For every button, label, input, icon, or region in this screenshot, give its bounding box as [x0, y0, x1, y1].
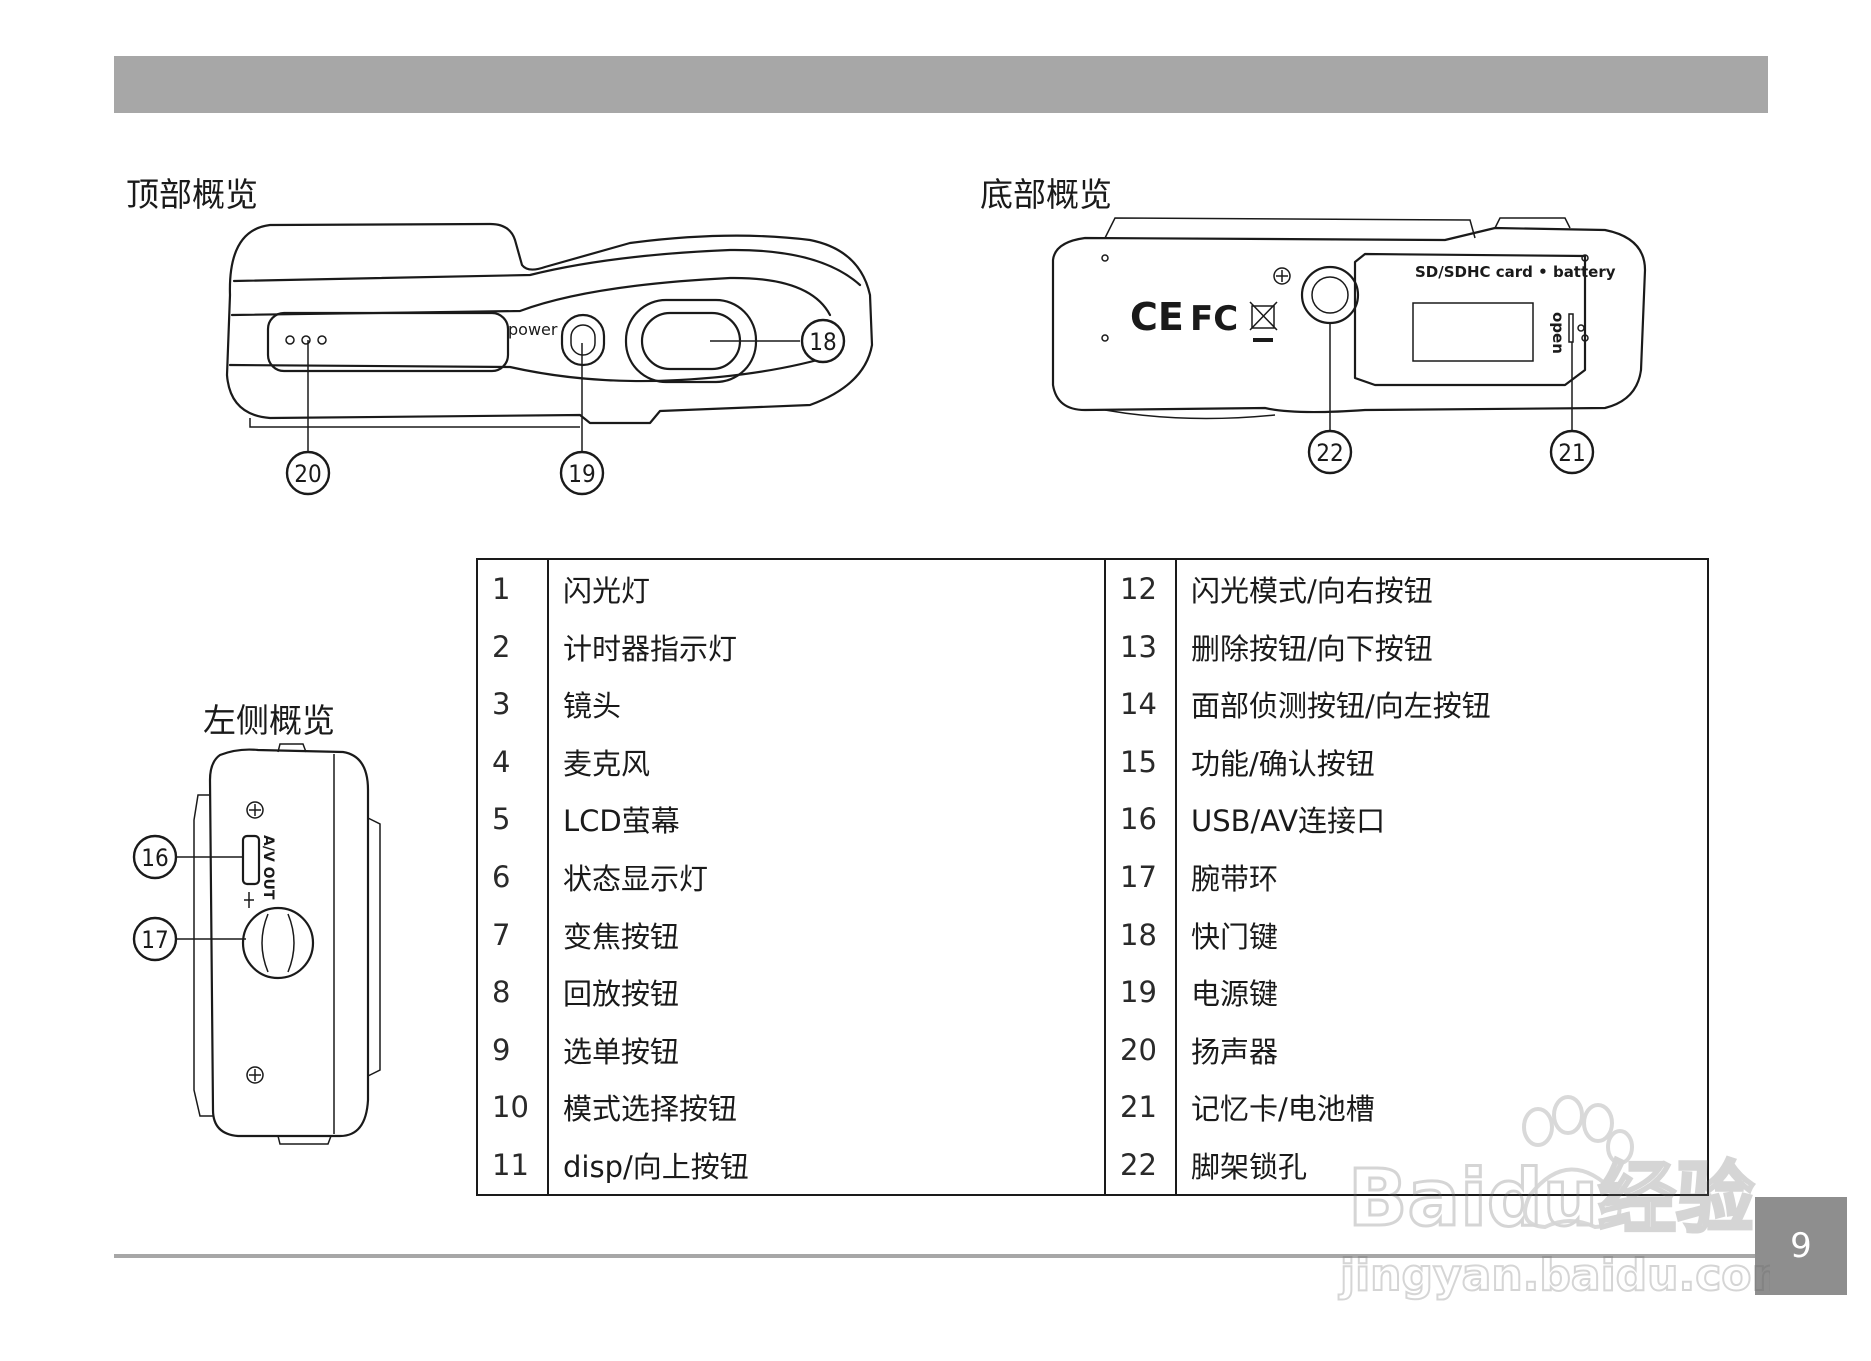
legend-part-name: 闪光模式/向右按钮 [1175, 559, 1708, 618]
callout-22: 22 [1307, 429, 1353, 475]
legend-part-name: 快门键 [1175, 905, 1708, 964]
paw-logo-icon [1522, 1095, 1634, 1230]
camera-top-view-figure: power 18 20 19 [210, 215, 920, 500]
callout-17: 17 [132, 916, 178, 962]
legend-part-name: 电源键 [1175, 963, 1708, 1021]
legend-part-name: 模式选择按钮 [547, 1078, 1105, 1136]
legend-part-name: 状态显示灯 [547, 848, 1105, 906]
legend-number: 1 [492, 571, 511, 606]
legend-part-name: 计时器指示灯 [547, 617, 1105, 676]
ce-mark: CE [1130, 295, 1184, 339]
callout-16: 16 [132, 834, 178, 880]
legend-number: 5 [492, 802, 511, 837]
legend-part-name: LCD萤幕 [547, 790, 1105, 849]
card-battery-label: SD/SDHC card • battery [1415, 263, 1616, 281]
svg-text:18: 18 [809, 328, 836, 356]
legend-part-name: 腕带环 [1175, 848, 1708, 906]
legend-part-name: 镜头 [547, 675, 1105, 734]
power-label: power [508, 320, 558, 339]
legend-number: 7 [492, 917, 511, 952]
svg-text:20: 20 [294, 460, 321, 488]
callout-20: 20 [285, 450, 331, 496]
page-number: 9 [1790, 1226, 1812, 1266]
svg-text:22: 22 [1316, 439, 1343, 467]
legend-number: 21 [1104, 1078, 1176, 1136]
section-title-bottom: 底部概览 [980, 175, 1112, 214]
legend-number: 8 [492, 975, 511, 1010]
legend-number: 17 [1104, 848, 1176, 906]
legend-part-name: 回放按钮 [547, 963, 1105, 1021]
legend-number: 3 [492, 687, 511, 722]
watermark-url: jingyan.baidu.com [1338, 1250, 1770, 1301]
legend-number: 10 [492, 1090, 529, 1125]
svg-text:21: 21 [1558, 439, 1585, 467]
legend-number: 2 [492, 629, 511, 664]
svg-text:19: 19 [568, 460, 595, 488]
legend-number: 18 [1104, 905, 1176, 964]
footer-rule [114, 1254, 1755, 1258]
legend-number: 4 [492, 744, 511, 779]
legend-number: 14 [1104, 675, 1176, 734]
camera-bottom-view-figure: CE FC SD/SDHC card • battery open 22 21 [1045, 210, 1670, 480]
legend-part-name: 选单按钮 [547, 1020, 1105, 1079]
callout-18: 18 [800, 318, 846, 364]
legend-part-name: 脚架锁孔 [1175, 1136, 1708, 1195]
legend-number: 22 [1104, 1136, 1176, 1195]
legend-part-name: 扬声器 [1175, 1020, 1708, 1079]
svg-text:17: 17 [141, 926, 168, 954]
legend-part-name: 功能/确认按钮 [1175, 733, 1708, 791]
legend-number: 11 [492, 1148, 529, 1182]
legend-number: 19 [1104, 963, 1176, 1021]
legend-part-name: 闪光灯 [547, 559, 1105, 618]
header-band [114, 56, 1768, 113]
legend-part-name: disp/向上按钮 [547, 1136, 1105, 1195]
av-out-label: A/V OUT [260, 835, 276, 900]
legend-number: 12 [1104, 559, 1176, 618]
legend-part-name: 面部侦测按钮/向左按钮 [1175, 675, 1708, 734]
legend-number: 15 [1104, 733, 1176, 791]
svg-text:16: 16 [141, 844, 168, 872]
legend-number: 9 [492, 1032, 511, 1067]
baidu-watermark: Baidu经验 jingyan.baidu.com [1330, 1075, 1798, 1305]
legend-number: 16 [1104, 790, 1176, 849]
watermark-brand: Baidu经验 [1348, 1154, 1754, 1244]
legend-number: 6 [492, 859, 511, 894]
section-title-top: 顶部概览 [126, 175, 258, 214]
legend-part-name: 麦克风 [547, 733, 1105, 791]
legend-part-name: 删除按钮/向下按钮 [1175, 617, 1708, 676]
open-label: open [1549, 312, 1567, 354]
fc-mark: FC [1190, 299, 1238, 339]
legend-number: 20 [1104, 1020, 1176, 1079]
section-title-left: 左侧概览 [203, 701, 335, 740]
callout-19: 19 [559, 450, 605, 496]
legend-part-name: USB/AV连接口 [1175, 790, 1708, 849]
legend-part-name: 记忆卡/电池槽 [1175, 1078, 1708, 1136]
legend-part-name: 变焦按钮 [547, 905, 1105, 964]
camera-left-side-figure: A/V OUT 16 17 [128, 740, 398, 1150]
callout-21: 21 [1549, 429, 1595, 475]
page-number-box: 9 [1755, 1197, 1847, 1295]
legend-number: 13 [1104, 617, 1176, 676]
